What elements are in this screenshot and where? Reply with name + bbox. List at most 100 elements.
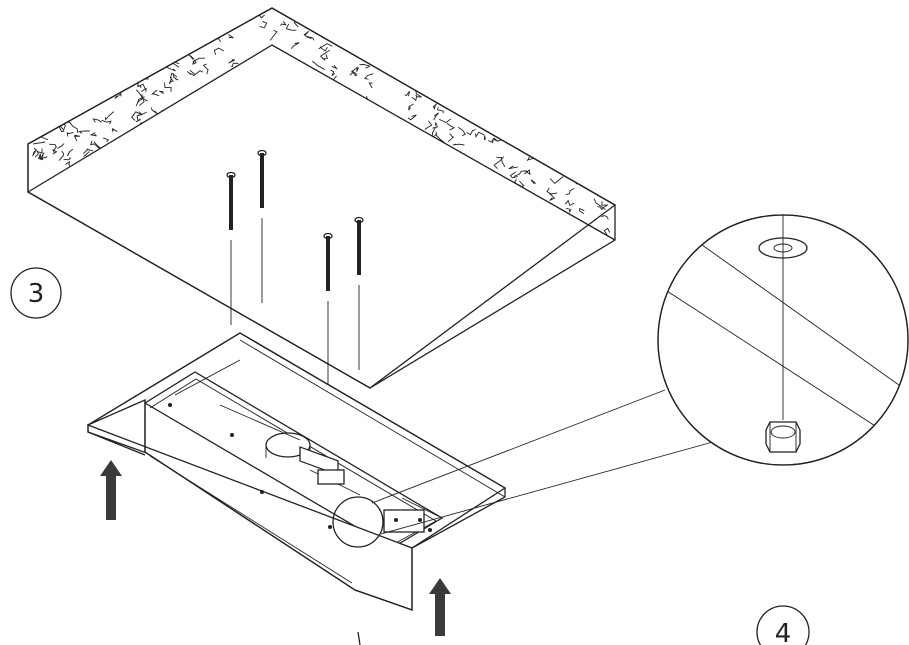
texture-stroke (285, 23, 297, 31)
step-4-label: 4 (775, 619, 792, 645)
texture-stroke (446, 122, 456, 131)
texture-stroke (447, 133, 454, 143)
texture-stroke (165, 66, 176, 72)
texture-stroke (368, 82, 373, 89)
texture-stroke (192, 57, 205, 63)
hole (168, 403, 172, 407)
texture-stroke (159, 90, 164, 95)
texture-stroke (603, 227, 611, 236)
texture-stroke (424, 120, 433, 130)
hole (394, 518, 398, 522)
texture-stroke (565, 188, 575, 196)
texture-stroke (415, 90, 422, 98)
texture-stroke (404, 90, 411, 97)
texture-stroke (150, 107, 159, 115)
texture-stroke (303, 30, 310, 39)
texture-stroke (132, 111, 147, 117)
texture-stroke (432, 122, 439, 129)
texture-stroke (483, 135, 486, 140)
blower-housing (265, 432, 339, 476)
texture-stroke (92, 118, 103, 123)
texture-stroke (186, 70, 195, 77)
texture-stroke (169, 72, 178, 82)
texture-stroke (90, 140, 101, 150)
texture-stroke (408, 103, 414, 111)
texture-stroke (231, 62, 239, 68)
texture-stroke (457, 126, 466, 137)
texture-stroke (432, 102, 438, 110)
texture-stroke (437, 107, 444, 114)
texture-stroke (192, 59, 197, 65)
texture-stroke (549, 193, 556, 201)
hole (428, 528, 432, 532)
texture-stroke (172, 73, 179, 81)
texture-stroke (111, 128, 118, 133)
texture-stroke (435, 131, 445, 144)
hole (328, 525, 332, 529)
texture-stroke (579, 207, 585, 214)
texture-stroke (213, 47, 225, 56)
texture-stroke (202, 63, 209, 75)
texture-stroke (58, 150, 65, 161)
hood-base-unit (86, 332, 721, 645)
texture-stroke (63, 157, 72, 161)
texture-stroke (139, 94, 145, 107)
nut-icon (765, 421, 801, 453)
texture-stroke (431, 127, 438, 139)
texture-stroke (564, 199, 575, 207)
texture-stroke (601, 201, 608, 209)
texture-stroke (228, 58, 236, 64)
texture-stroke (312, 60, 325, 71)
texture-stroke (228, 34, 234, 39)
texture-stroke (66, 132, 74, 137)
texture-stroke (189, 69, 204, 76)
texture-stroke (78, 130, 90, 134)
texture-stroke (407, 114, 417, 121)
texture-stroke (508, 165, 518, 170)
texture-stroke (136, 111, 143, 121)
texture-stroke (452, 143, 465, 146)
magnified-detail (657, 214, 909, 466)
texture-stroke (37, 148, 43, 154)
texture-stroke (114, 92, 122, 99)
texture-stroke (593, 198, 606, 210)
ceiling-slab (27, 7, 617, 389)
texture-stroke (433, 112, 439, 121)
texture-stroke (188, 54, 195, 60)
mounting-holes (168, 403, 432, 532)
texture-stroke (102, 137, 110, 143)
texture-stroke (359, 64, 371, 69)
texture-stroke (259, 20, 268, 29)
texture-stroke (83, 151, 90, 157)
texture-stroke (104, 111, 115, 121)
texture-stroke (543, 161, 556, 166)
texture-stroke (411, 94, 418, 102)
texture-stroke (135, 89, 143, 100)
texture-stroke (487, 137, 498, 143)
texture-stroke (306, 35, 315, 41)
texture-stroke (351, 66, 360, 73)
hole (260, 490, 264, 494)
texture-stroke (351, 70, 357, 77)
texture-stroke (331, 64, 338, 70)
texture-stroke (597, 205, 603, 211)
texture-stroke (492, 138, 502, 144)
texture-stroke (499, 133, 504, 140)
texture-stroke (330, 69, 336, 77)
texture-stroke (101, 119, 112, 125)
texture-stroke (509, 171, 518, 179)
texture-stroke (439, 118, 452, 124)
texture-stroke (530, 179, 536, 185)
texture-stroke (38, 153, 44, 161)
texture-stroke (136, 83, 142, 88)
texture-stroke (39, 152, 45, 160)
texture-stroke (601, 215, 609, 220)
up-arrow-icon (100, 460, 122, 520)
up-arrow-icon (429, 578, 451, 636)
texture-stroke (524, 169, 531, 176)
texture-stroke (82, 148, 94, 155)
texture-stroke (32, 150, 37, 157)
texture-stroke (565, 207, 572, 214)
texture-stroke (546, 187, 558, 195)
